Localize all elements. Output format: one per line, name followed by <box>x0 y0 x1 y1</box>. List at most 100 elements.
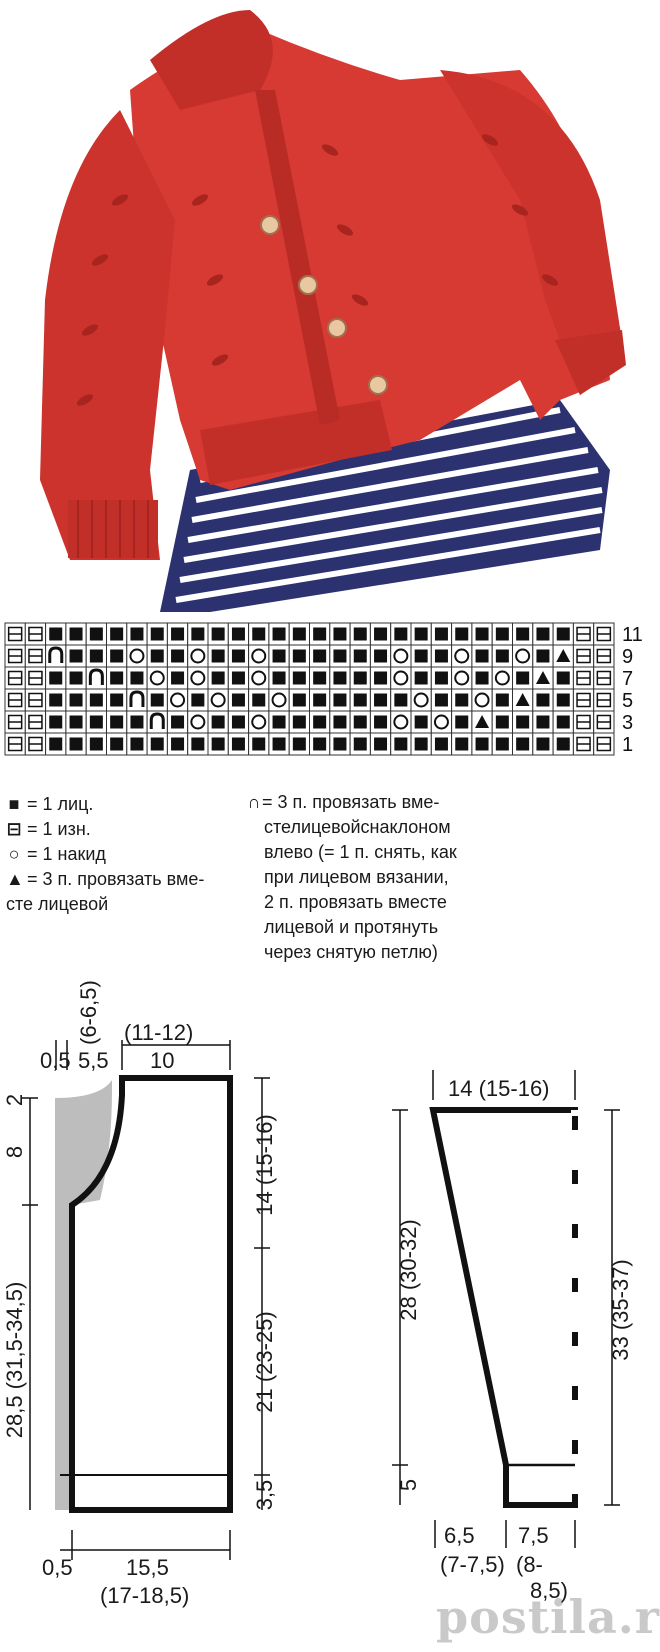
knit-stitch <box>536 715 550 729</box>
cardigan-photo <box>0 0 660 612</box>
purl-stitch <box>596 648 612 664</box>
knit-stitch <box>272 649 286 663</box>
knit-stitch <box>211 627 225 641</box>
knit-stitch <box>455 737 469 751</box>
knit-stitch <box>333 649 347 663</box>
knit-stitch <box>333 671 347 685</box>
yarn-over-stitch <box>251 648 267 664</box>
knit-stitch <box>434 649 448 663</box>
yarn-over-stitch <box>393 648 409 664</box>
legend-yo: ○ = 1 накид <box>6 842 106 867</box>
dim-top-left: 0,5 <box>40 1048 71 1073</box>
knit-stitch <box>495 649 509 663</box>
purl-stitch <box>28 648 43 664</box>
knit-stitch <box>171 715 185 729</box>
knit-stitch <box>536 737 550 751</box>
purl-stitch <box>576 714 591 730</box>
purl-stitch <box>7 692 23 708</box>
knit-stitch <box>211 649 225 663</box>
knit-stitch <box>231 715 245 729</box>
knit-stitch <box>475 737 489 751</box>
yarn-over-stitch <box>433 714 449 730</box>
purl-stitch <box>576 736 591 752</box>
knit-stitch <box>150 649 164 663</box>
knit-stitch <box>313 693 327 707</box>
dim-right-1: 14 (15-16) <box>252 1114 277 1216</box>
knit-stitch <box>252 737 266 751</box>
cardigan-body <box>40 10 626 560</box>
knit-stitch <box>89 627 103 641</box>
dim-right-3: 3,5 <box>252 1480 277 1511</box>
purl-stitch <box>28 692 43 708</box>
knit-stitch <box>374 737 388 751</box>
striped-skirt <box>160 400 610 612</box>
dim-left-2: 8 <box>2 1146 27 1158</box>
yarn-over-stitch <box>271 692 287 708</box>
sleeve-schematic: 14 (15-16) 28 (30-32) 5 33 (35-37) 6,5 (… <box>392 1070 633 1603</box>
knit-symbol: ■ <box>8 794 20 814</box>
yarn-over-stitch <box>393 714 409 730</box>
knit-stitch <box>231 737 245 751</box>
sk2p-line: 2 п. провязать вместе <box>264 892 447 912</box>
knit-stitch <box>211 737 225 751</box>
knit-stitch <box>353 649 367 663</box>
knit-stitch <box>353 693 367 707</box>
knit-stitch <box>292 671 306 685</box>
knit-stitch <box>130 715 144 729</box>
yarn-over-stitch <box>129 648 145 664</box>
knit-stitch <box>495 715 509 729</box>
yarn-over-stitch <box>454 670 470 686</box>
knit-stitch <box>292 737 306 751</box>
knit-stitch <box>556 693 570 707</box>
knit-stitch <box>536 693 550 707</box>
sleeve-bottom-a-paren: (7-7,5) <box>440 1552 505 1577</box>
yarn-over-stitch <box>454 648 470 664</box>
knit-stitch <box>434 737 448 751</box>
knit-stitch <box>374 715 388 729</box>
sleeve-left-a: 28 (30-32) <box>396 1219 421 1321</box>
yarn-over-stitch <box>210 692 226 708</box>
knit-stitch <box>374 649 388 663</box>
knit-stitch <box>292 627 306 641</box>
knit-stitch <box>69 715 83 729</box>
knit-stitch <box>556 737 570 751</box>
chart-row-number: 11 <box>622 624 643 646</box>
yarn-over-stitch <box>474 692 490 708</box>
sk2p-stitch <box>48 646 64 663</box>
knit-stitch <box>69 693 83 707</box>
dim-bottom-left: 0,5 <box>42 1555 73 1580</box>
knit-stitch <box>231 693 245 707</box>
knit-stitch <box>516 627 530 641</box>
sk2p-line: стелицевойснаклоном <box>264 817 451 837</box>
purl-stitch <box>28 736 43 752</box>
knit-stitch <box>130 627 144 641</box>
yarn-over-stitch <box>170 692 186 708</box>
k3tog-stitch <box>535 671 550 684</box>
yarn-over-stitch <box>190 648 206 664</box>
knit-stitch <box>49 737 63 751</box>
knit-stitch <box>414 715 428 729</box>
purl-stitch <box>28 670 43 686</box>
purl-stitch <box>7 736 23 752</box>
purl-stitch <box>576 692 591 708</box>
sk2p-symbol: ∩ <box>247 792 261 812</box>
knit-stitch <box>252 693 266 707</box>
legend-knit: ■ = 1 лиц. <box>6 792 94 817</box>
knit-stitch <box>434 693 448 707</box>
knit-stitch <box>414 627 428 641</box>
knit-stitch <box>89 715 103 729</box>
chart-legend: ■ = 1 лиц. ⊟ = 1 изн. ○ = 1 накид ▲ = 3 … <box>0 790 660 980</box>
front-outline <box>69 1075 233 1513</box>
sk2p-line: лицевой и протянуть <box>264 917 439 937</box>
purl-stitch <box>596 670 612 686</box>
knit-stitch <box>536 649 550 663</box>
sk2p-line: влево (= 1 п. снять, как <box>264 842 457 862</box>
knit-stitch <box>313 737 327 751</box>
knit-stitch <box>313 715 327 729</box>
sleeve-bottom-a: 6,5 <box>444 1523 475 1548</box>
k3tog-stitch <box>475 715 490 728</box>
purl-stitch <box>7 626 23 642</box>
knit-stitch <box>536 627 550 641</box>
knit-stitch <box>49 627 63 641</box>
buttons <box>260 215 388 395</box>
